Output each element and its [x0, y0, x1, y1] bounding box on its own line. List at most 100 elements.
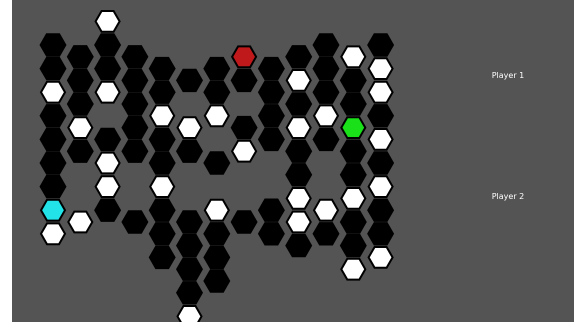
- stone-cell[interactable]: [369, 176, 393, 197]
- path-cell[interactable]: [176, 140, 203, 163]
- stone-cell[interactable]: [96, 176, 120, 197]
- path-cell[interactable]: [203, 151, 230, 174]
- stone-cell[interactable]: [68, 117, 92, 138]
- path-cell[interactable]: [231, 69, 258, 92]
- path-cell[interactable]: [203, 269, 230, 292]
- path-cell[interactable]: [340, 234, 367, 257]
- path-cell[interactable]: [203, 246, 230, 269]
- path-cell[interactable]: [121, 69, 148, 92]
- stone-cell[interactable]: [287, 70, 311, 91]
- stone-cell[interactable]: [287, 212, 311, 233]
- stone-cell[interactable]: [369, 129, 393, 150]
- path-cell[interactable]: [367, 33, 394, 56]
- path-cell[interactable]: [176, 281, 203, 304]
- path-cell[interactable]: [367, 104, 394, 127]
- path-cell[interactable]: [94, 33, 121, 56]
- path-cell[interactable]: [149, 151, 176, 174]
- path-cell[interactable]: [285, 92, 312, 115]
- path-cell[interactable]: [121, 140, 148, 163]
- path-cell[interactable]: [121, 116, 148, 139]
- path-cell[interactable]: [149, 57, 176, 80]
- stone-cell[interactable]: [96, 153, 120, 174]
- path-cell[interactable]: [40, 104, 67, 127]
- stone-cell[interactable]: [41, 223, 65, 244]
- stone-cell[interactable]: [178, 117, 202, 138]
- stone-cell[interactable]: [41, 82, 65, 103]
- path-cell[interactable]: [231, 116, 258, 139]
- player-2-piece[interactable]: [41, 200, 65, 221]
- stone-cell[interactable]: [178, 306, 202, 322]
- goal-cell[interactable]: [341, 117, 365, 138]
- path-cell[interactable]: [67, 45, 94, 68]
- stone-cell[interactable]: [287, 117, 311, 138]
- path-cell[interactable]: [94, 57, 121, 80]
- path-cell[interactable]: [149, 81, 176, 104]
- path-cell[interactable]: [40, 33, 67, 56]
- stone-cell[interactable]: [287, 188, 311, 209]
- stone-cell[interactable]: [341, 46, 365, 67]
- stone-cell[interactable]: [96, 82, 120, 103]
- path-cell[interactable]: [40, 128, 67, 151]
- stone-cell[interactable]: [369, 82, 393, 103]
- path-cell[interactable]: [367, 151, 394, 174]
- path-cell[interactable]: [367, 222, 394, 245]
- stone-cell[interactable]: [314, 200, 338, 221]
- path-cell[interactable]: [313, 81, 340, 104]
- path-cell[interactable]: [203, 222, 230, 245]
- path-cell[interactable]: [149, 222, 176, 245]
- path-cell[interactable]: [94, 199, 121, 222]
- path-cell[interactable]: [176, 258, 203, 281]
- stone-cell[interactable]: [369, 247, 393, 268]
- path-cell[interactable]: [258, 104, 285, 127]
- path-cell[interactable]: [340, 163, 367, 186]
- stone-cell[interactable]: [150, 105, 174, 126]
- path-cell[interactable]: [149, 199, 176, 222]
- path-cell[interactable]: [94, 128, 121, 151]
- path-cell[interactable]: [67, 92, 94, 115]
- path-cell[interactable]: [203, 57, 230, 80]
- path-cell[interactable]: [67, 69, 94, 92]
- path-cell[interactable]: [285, 234, 312, 257]
- stone-cell[interactable]: [68, 212, 92, 233]
- path-cell[interactable]: [176, 69, 203, 92]
- stone-cell[interactable]: [150, 176, 174, 197]
- path-cell[interactable]: [40, 57, 67, 80]
- stone-cell[interactable]: [369, 58, 393, 79]
- path-cell[interactable]: [258, 128, 285, 151]
- path-cell[interactable]: [258, 57, 285, 80]
- path-cell[interactable]: [121, 210, 148, 233]
- path-cell[interactable]: [176, 234, 203, 257]
- path-cell[interactable]: [340, 92, 367, 115]
- path-cell[interactable]: [285, 163, 312, 186]
- path-cell[interactable]: [340, 140, 367, 163]
- path-cell[interactable]: [176, 210, 203, 233]
- stone-cell[interactable]: [314, 105, 338, 126]
- stone-cell[interactable]: [232, 141, 256, 162]
- path-cell[interactable]: [285, 45, 312, 68]
- path-cell[interactable]: [258, 81, 285, 104]
- path-cell[interactable]: [340, 69, 367, 92]
- stone-cell[interactable]: [341, 259, 365, 280]
- path-cell[interactable]: [367, 199, 394, 222]
- path-cell[interactable]: [149, 128, 176, 151]
- path-cell[interactable]: [313, 128, 340, 151]
- path-cell[interactable]: [40, 175, 67, 198]
- path-cell[interactable]: [258, 199, 285, 222]
- path-cell[interactable]: [313, 222, 340, 245]
- player-1-piece[interactable]: [232, 46, 256, 67]
- path-cell[interactable]: [40, 151, 67, 174]
- stone-cell[interactable]: [205, 200, 229, 221]
- stone-cell[interactable]: [205, 105, 229, 126]
- stone-cell[interactable]: [341, 188, 365, 209]
- path-cell[interactable]: [313, 57, 340, 80]
- path-cell[interactable]: [121, 92, 148, 115]
- path-cell[interactable]: [285, 140, 312, 163]
- path-cell[interactable]: [231, 210, 258, 233]
- path-cell[interactable]: [149, 246, 176, 269]
- path-cell[interactable]: [340, 210, 367, 233]
- path-cell[interactable]: [67, 140, 94, 163]
- path-cell[interactable]: [121, 45, 148, 68]
- stone-cell[interactable]: [96, 11, 120, 32]
- path-cell[interactable]: [258, 222, 285, 245]
- path-cell[interactable]: [313, 33, 340, 56]
